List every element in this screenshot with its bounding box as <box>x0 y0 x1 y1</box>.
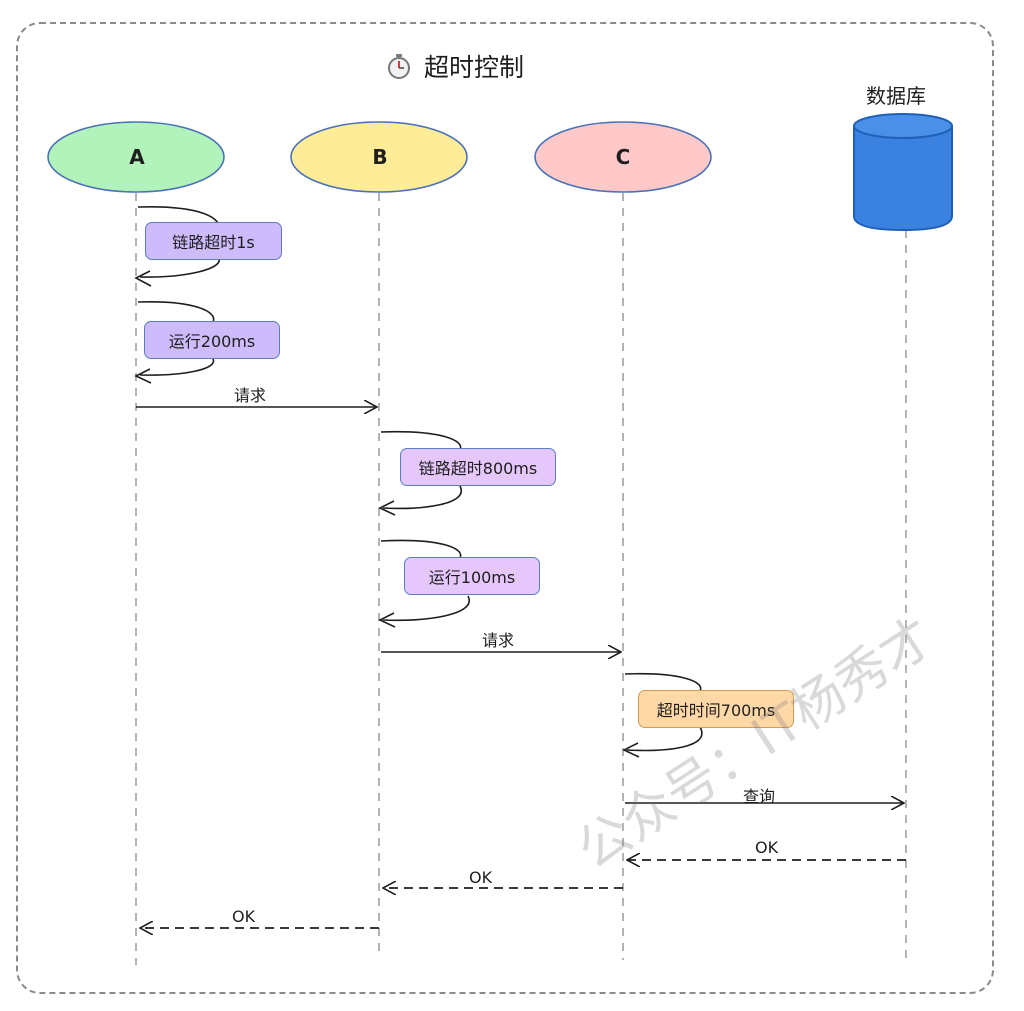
note-b-timeout: 链路超时800ms <box>400 448 556 486</box>
message-label-a-to-b: 请求 <box>234 386 267 405</box>
diagram-frame <box>16 22 994 994</box>
self-loop-a-2 <box>137 301 215 376</box>
actor-c-ellipse <box>534 121 712 193</box>
title-text: 超时控制 <box>424 53 525 82</box>
message-label-db-to-c: OK <box>755 838 779 857</box>
self-loop-b-2 <box>380 539 470 622</box>
actor-a-ellipse <box>47 121 225 193</box>
actor-a-label: A <box>129 145 145 169</box>
message-label-b-to-c: 请求 <box>482 631 515 650</box>
message-label-c-to-b: OK <box>469 868 493 887</box>
actor-b-ellipse <box>290 121 468 193</box>
database-label: 数据库 <box>866 84 926 108</box>
self-loop-c <box>624 672 703 752</box>
database-cylinder-icon <box>853 113 953 232</box>
note-a-timeout: 链路超时1s <box>145 222 282 260</box>
message-label-c-to-db: 查询 <box>743 787 776 806</box>
note-b-run: 运行100ms <box>404 557 540 595</box>
actor-b-label: B <box>372 145 388 169</box>
note-a-run: 运行200ms <box>144 321 280 359</box>
diagram-title: 超时控制 <box>386 46 524 86</box>
actor-c-label: C <box>615 145 631 169</box>
note-c-timeout: 超时时间700ms <box>638 690 794 728</box>
stopwatch-icon <box>386 53 412 79</box>
message-label-b-to-a: OK <box>232 907 256 926</box>
self-loop-b-1 <box>380 430 463 510</box>
